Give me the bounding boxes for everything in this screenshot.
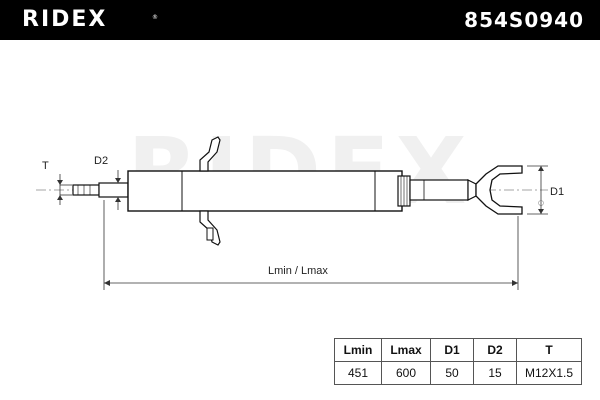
specs-value-row: 451 600 50 15 M12X1.5	[334, 361, 582, 385]
piston-rod	[98, 182, 129, 198]
specs-header-row: Lmin Lmax D1 D2 T	[334, 338, 582, 362]
specs-header-t: T	[516, 338, 582, 362]
specs-value-d1: 50	[430, 361, 474, 385]
specs-table: Lmin Lmax D1 D2 T 451 600 50 15 M12X1.5	[334, 338, 582, 385]
specs-value-lmin: 451	[334, 361, 382, 385]
lower-fork	[475, 165, 523, 215]
specs-header-lmax: Lmax	[381, 338, 431, 362]
brand-logo: RIDEX	[22, 7, 108, 32]
d1-dimension-label: D1	[550, 186, 565, 198]
specs-header-lmin: Lmin	[334, 338, 382, 362]
length-dimension-label: Lmin / Lmax	[268, 265, 328, 277]
registered-mark: ®	[152, 14, 158, 21]
lower-stem	[409, 179, 469, 201]
shock-absorber-drawing: RIDEX	[36, 118, 548, 290]
t-dimension-label: T	[42, 160, 49, 172]
specs-header-d1: D1	[430, 338, 474, 362]
specs-header-d2: D2	[473, 338, 517, 362]
header-bar: RIDEX ® 854S0940	[0, 0, 600, 40]
part-number: 854S0940	[464, 8, 584, 32]
d2-dimension-label: D2	[94, 155, 109, 167]
specs-value-d2: 15	[473, 361, 517, 385]
specs-value-t: M12X1.5	[516, 361, 582, 385]
threaded-stud	[72, 184, 100, 196]
spring-seat-bracket	[199, 136, 221, 172]
damper-body	[127, 170, 403, 212]
specs-value-lmax: 600	[381, 361, 431, 385]
